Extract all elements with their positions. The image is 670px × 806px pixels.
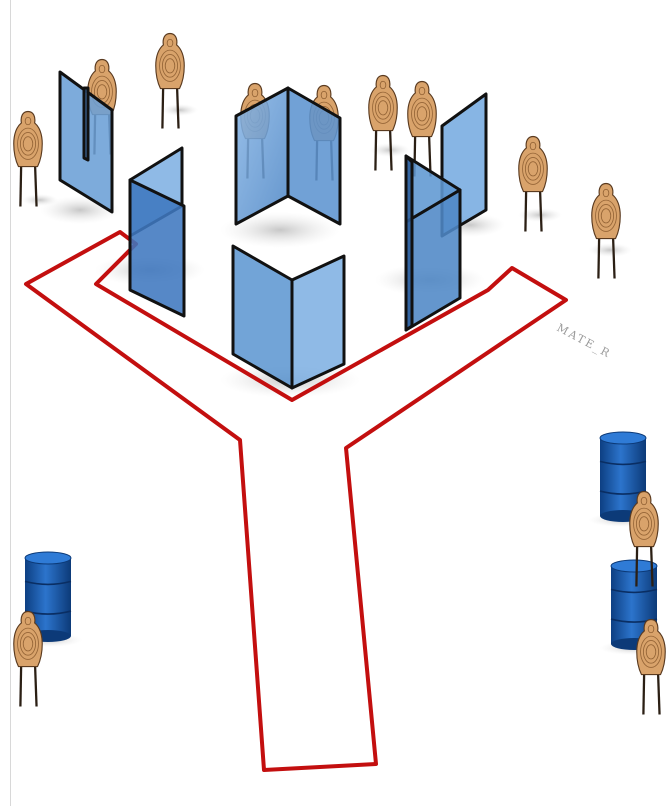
target-icon bbox=[518, 135, 548, 232]
target-icon bbox=[591, 182, 621, 279]
targets-front-layer bbox=[13, 490, 666, 715]
barrels-layer bbox=[13, 431, 669, 655]
ground-shadow bbox=[220, 212, 340, 248]
watermark-text: MATE_R bbox=[555, 321, 614, 361]
vision-barrier-icon bbox=[404, 154, 462, 332]
ground-shadow bbox=[588, 243, 632, 257]
target-icon bbox=[636, 618, 666, 715]
target-icon bbox=[407, 80, 437, 177]
target-icon bbox=[629, 490, 659, 587]
target-icon bbox=[368, 74, 398, 171]
vision-barrier-icon bbox=[231, 244, 346, 390]
target-icon bbox=[13, 610, 43, 707]
page-edge-line bbox=[10, 0, 11, 806]
panels-layer bbox=[58, 70, 488, 390]
ground-shadow bbox=[162, 104, 198, 116]
ground-shadow bbox=[22, 194, 58, 206]
targets-back-layer bbox=[13, 32, 621, 279]
vision-barrier-icon bbox=[58, 70, 114, 214]
target-icon bbox=[13, 110, 43, 207]
vision-barrier-icon bbox=[128, 146, 186, 318]
target-icon bbox=[155, 32, 185, 129]
vision-barrier-icon bbox=[234, 86, 342, 226]
